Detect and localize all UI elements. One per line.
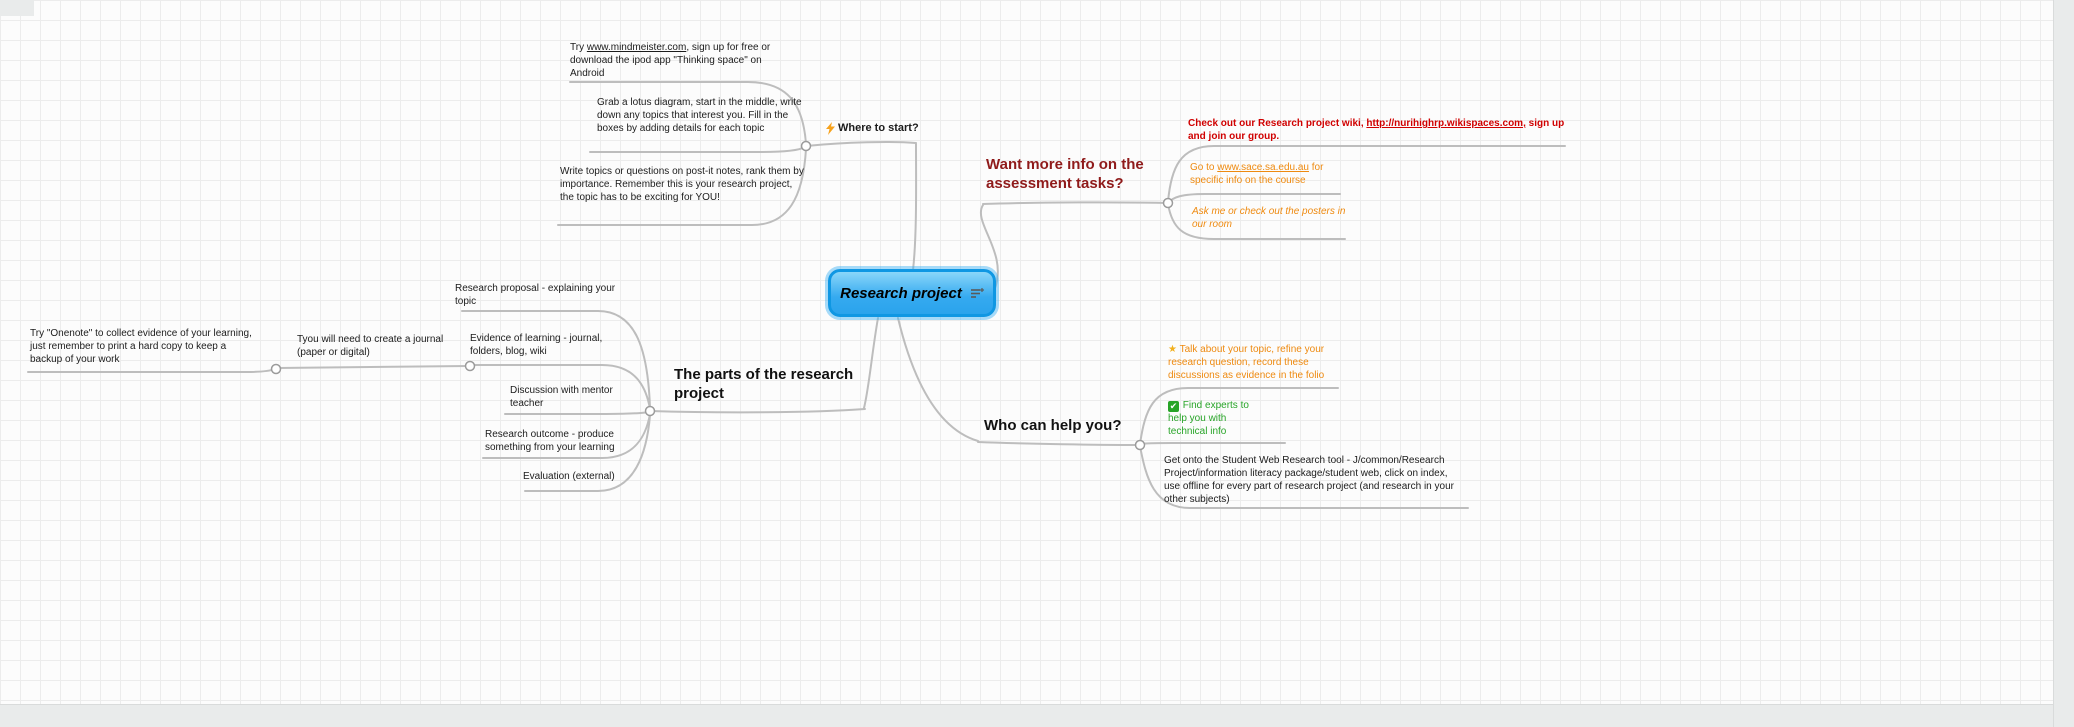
root-label: Research project xyxy=(840,284,962,302)
branch-label-parts[interactable]: The parts of the research project xyxy=(674,365,854,403)
canvas-corner xyxy=(0,0,34,16)
node-text: Try "Onenote" to collect evidence of you… xyxy=(30,328,252,365)
node-mindmeister-tip[interactable]: Try www.mindmeister.com, sign up for fre… xyxy=(570,41,795,80)
node-sace-note[interactable]: Go to www.sace.sa.edu.au for specific in… xyxy=(1190,161,1335,187)
node-lotus-diagram-tip[interactable]: Grab a lotus diagram, start in the middl… xyxy=(597,96,802,135)
node-find-experts[interactable]: ✔ Find experts to help you with technica… xyxy=(1168,399,1263,438)
node-root[interactable]: Research project xyxy=(828,269,996,317)
node-text: Try xyxy=(570,42,587,53)
node-text: Talk about your topic, refine your resea… xyxy=(1168,344,1325,381)
node-text: Ask me or check out the posters in our r… xyxy=(1192,206,1346,230)
branch-label-text: Where to start? xyxy=(838,122,919,134)
node-text: for specific info on the course xyxy=(1190,162,1324,186)
node-evaluation[interactable]: Evaluation (external) xyxy=(523,470,615,483)
collapse-toggle[interactable] xyxy=(464,360,476,372)
node-evidence-of-learning[interactable]: Evidence of learning - journal, folders,… xyxy=(470,332,625,358)
node-wiki-note[interactable]: Check out our Research project wiki, htt… xyxy=(1188,117,1568,143)
node-posters-note[interactable]: Ask me or check out the posters in our r… xyxy=(1192,205,1360,231)
branch-label-text: The parts of the research project xyxy=(674,366,854,403)
wiki-link[interactable]: http://nurihighrp.wikispaces.com, xyxy=(1366,118,1526,129)
scrollbar-horizontal-track[interactable] xyxy=(0,704,2074,727)
branch-label-where-to-start[interactable]: Where to start? xyxy=(826,121,919,135)
note-icon[interactable] xyxy=(970,287,984,300)
branch-label-who-can-help[interactable]: Who can help you? xyxy=(984,416,1122,435)
node-text: sign up and join our group. xyxy=(1188,118,1565,142)
node-student-web[interactable]: Get onto the Student Web Research tool -… xyxy=(1164,454,1464,506)
node-research-outcome[interactable]: Research outcome - produce something fro… xyxy=(485,428,625,454)
node-text: Write topics or questions on post-it not… xyxy=(560,166,804,203)
node-onenote-tip[interactable]: Try "Onenote" to collect evidence of you… xyxy=(30,327,260,366)
collapse-toggle[interactable] xyxy=(1134,439,1146,451)
collapse-toggle[interactable] xyxy=(1162,197,1174,209)
branch-label-text: Want more info on the assessment tasks? xyxy=(986,156,1144,193)
node-text: Research proposal - explaining your topi… xyxy=(455,283,616,307)
node-talk-about-topic[interactable]: ★ Talk about your topic, refine your res… xyxy=(1168,343,1348,382)
scrollbar-vertical-track[interactable] xyxy=(2053,0,2074,727)
node-text: , sign up for free or download the ipod … xyxy=(570,42,771,79)
collapse-toggle[interactable] xyxy=(270,363,282,375)
branch-label-text: Who can help you? xyxy=(984,417,1122,434)
node-text: Grab a lotus diagram, start in the middl… xyxy=(597,97,802,134)
node-text: Evaluation (external) xyxy=(523,471,615,482)
node-text: Check out our Research project wiki, xyxy=(1188,118,1367,129)
node-text: Research outcome - produce something fro… xyxy=(485,429,615,453)
collapse-toggle[interactable] xyxy=(800,140,812,152)
node-text: Go to xyxy=(1190,162,1218,173)
check-icon: ✔ xyxy=(1168,401,1179,412)
node-journal[interactable]: Tyou will need to create a journal (pape… xyxy=(297,333,465,359)
lightning-icon xyxy=(826,121,835,135)
branch-label-more-info[interactable]: Want more info on the assessment tasks? xyxy=(986,155,1158,193)
node-text: Find experts to help you with technical … xyxy=(1168,400,1249,437)
node-discussion-mentor[interactable]: Discussion with mentor teacher xyxy=(510,384,622,410)
node-text: Evidence of learning - journal, folders,… xyxy=(470,333,603,357)
sace-link[interactable]: www.sace.sa.edu.au xyxy=(1217,162,1309,173)
node-text: Get onto the Student Web Research tool -… xyxy=(1164,455,1454,505)
collapse-toggle[interactable] xyxy=(644,405,656,417)
node-postit-tip[interactable]: Write topics or questions on post-it not… xyxy=(560,165,804,204)
node-research-proposal[interactable]: Research proposal - explaining your topi… xyxy=(455,282,623,308)
star-icon: ★ xyxy=(1168,344,1177,355)
mindmeister-link[interactable]: www.mindmeister.com xyxy=(586,42,687,53)
node-text: Tyou will need to create a journal (pape… xyxy=(297,334,444,358)
node-text: Discussion with mentor teacher xyxy=(510,385,613,409)
